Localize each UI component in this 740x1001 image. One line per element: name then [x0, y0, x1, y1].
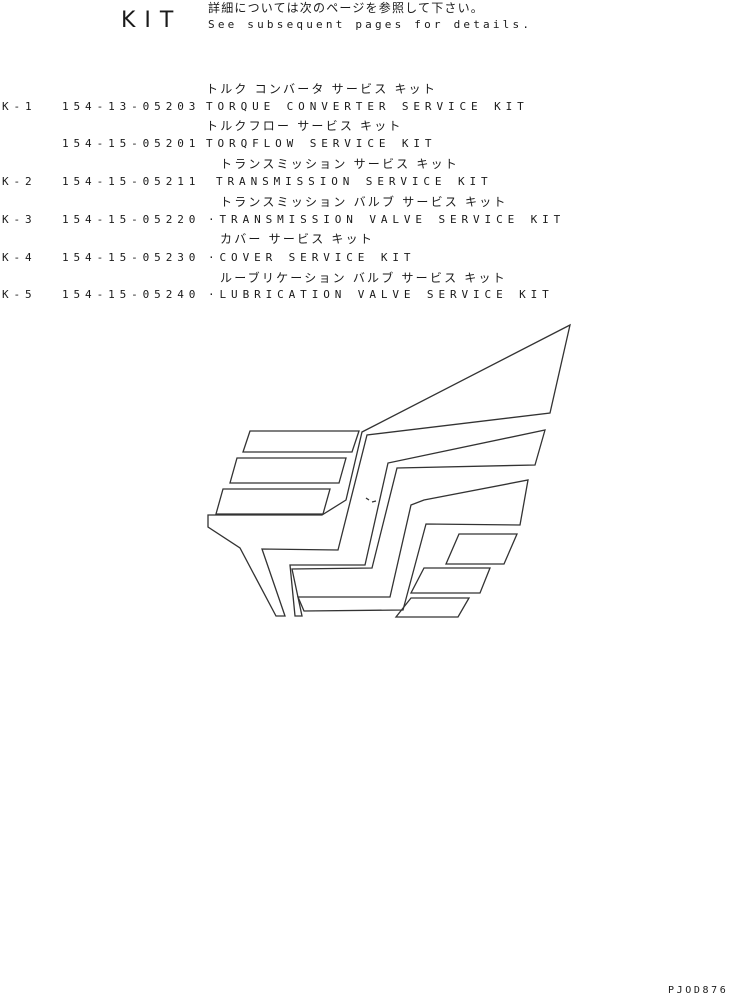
- item-part-number[interactable]: 154-15-05220: [62, 213, 201, 226]
- item-jp-label: カバー サービス キット: [220, 232, 375, 246]
- item-part-number[interactable]: 154-15-05201: [62, 137, 201, 150]
- drawing-id: PJOD876: [668, 985, 729, 996]
- item-name: TRANSMISSION SERVICE KIT: [216, 175, 493, 188]
- item-name: TORQFLOW SERVICE KIT: [206, 137, 437, 150]
- item-jp-label: トランスミッション バルブ サービス キット: [220, 195, 508, 209]
- item-jp-label: ルーブリケーション バルブ サービス キット: [220, 271, 507, 285]
- item-code: K-4: [2, 251, 37, 264]
- item-code: K-3: [2, 213, 37, 226]
- item-code: K-2: [2, 175, 37, 188]
- item-name: TORQUE CONVERTER SERVICE KIT: [206, 100, 529, 113]
- item-part-number[interactable]: 154-13-05203: [62, 100, 201, 113]
- item-jp-label: トランスミッション サービス キット: [220, 157, 459, 171]
- item-name: ·LUBRICATION VALVE SERVICE KIT: [208, 288, 554, 301]
- item-part-number[interactable]: 154-15-05240: [62, 288, 201, 301]
- item-name: ·COVER SERVICE KIT: [208, 251, 416, 264]
- note-japanese: 詳細については次のページを参照して下さい。: [208, 1, 485, 15]
- item-part-number[interactable]: 154-15-05230: [62, 251, 201, 264]
- item-code: K-5: [2, 288, 37, 301]
- item-name: ·TRANSMISSION VALVE SERVICE KIT: [208, 213, 566, 226]
- note-english: See subsequent pages for details.: [208, 18, 533, 31]
- item-code: K-1: [2, 100, 37, 113]
- page-title: KIT: [121, 8, 183, 33]
- item-jp-label: トルクフロー サービス キット: [206, 119, 403, 133]
- item-part-number[interactable]: 154-15-05211: [62, 175, 201, 188]
- item-jp-label: トルク コンバータ サービス キット: [206, 82, 438, 96]
